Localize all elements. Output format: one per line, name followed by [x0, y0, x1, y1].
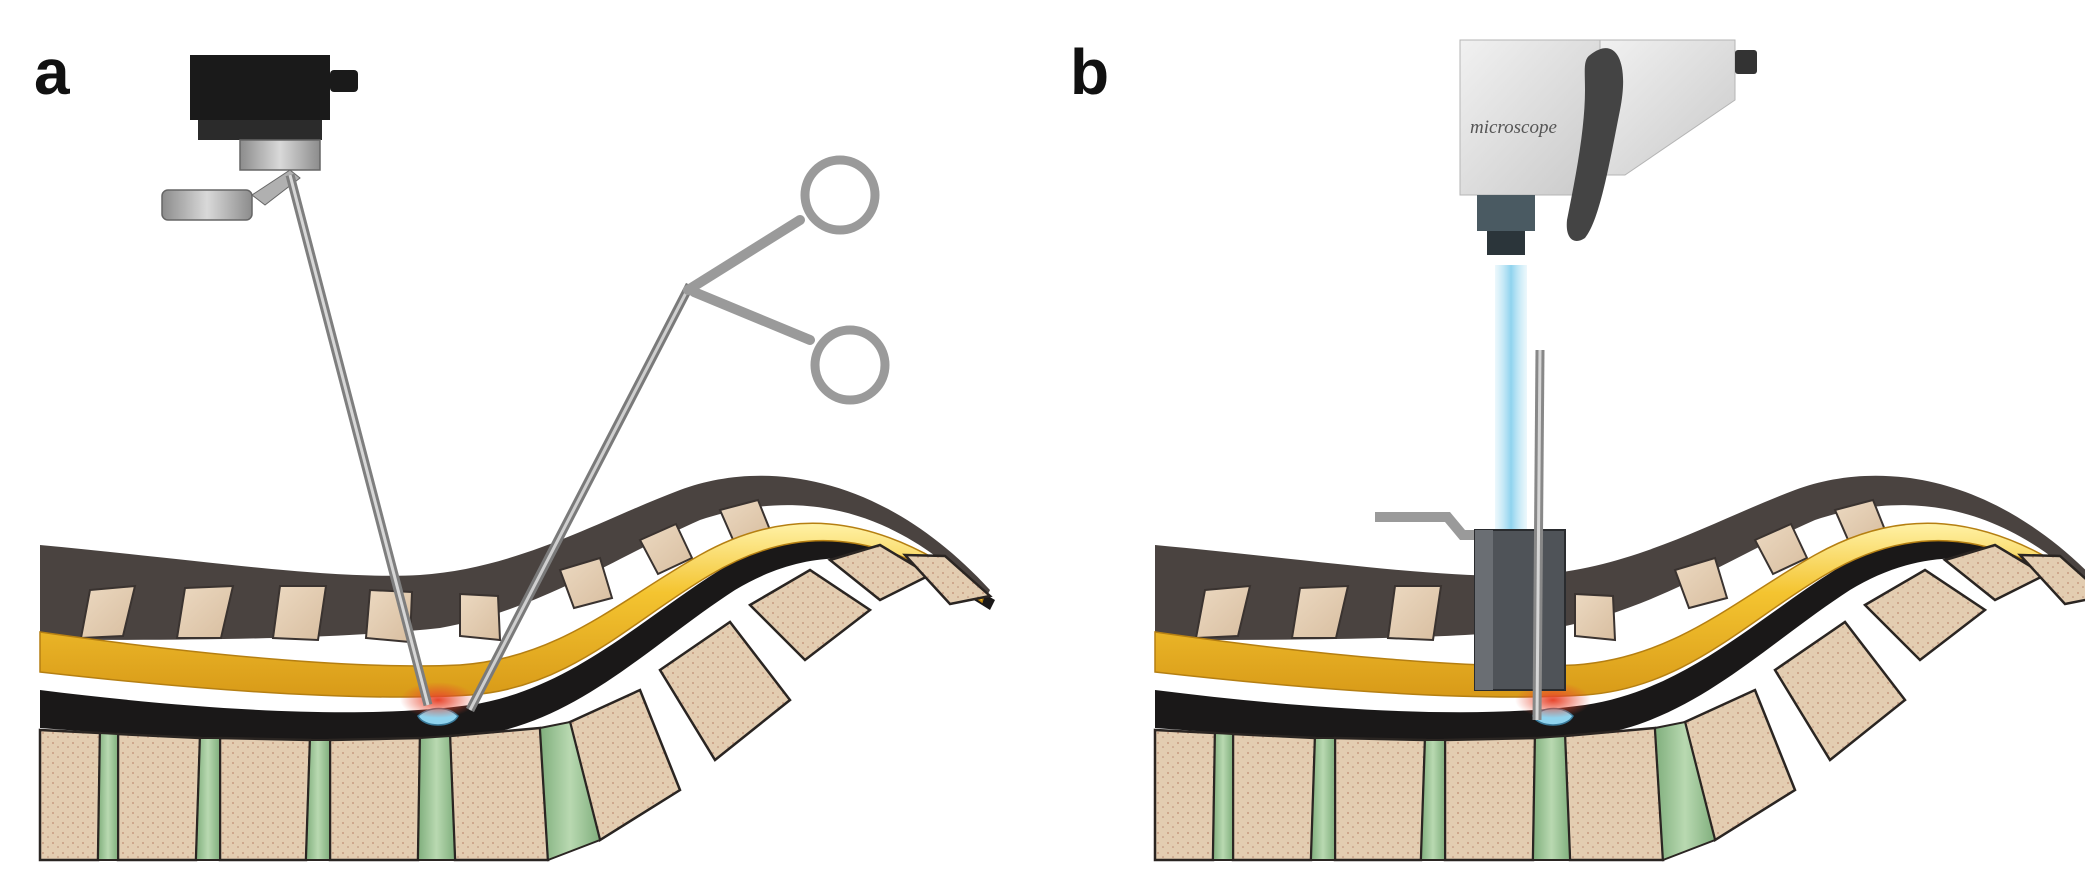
surgical-instrument-icon — [1537, 350, 1540, 720]
panel-a-endoscopic-diagram — [0, 0, 1040, 880]
spine-anatomy — [1155, 476, 2085, 860]
light-beam — [1495, 265, 1527, 565]
microscope-label: microscope — [1470, 117, 1557, 138]
panel-b-microscopic-diagram: microscope — [1045, 0, 2085, 880]
spine-anatomy — [40, 476, 995, 860]
microscope-icon: microscope — [1460, 40, 1757, 255]
